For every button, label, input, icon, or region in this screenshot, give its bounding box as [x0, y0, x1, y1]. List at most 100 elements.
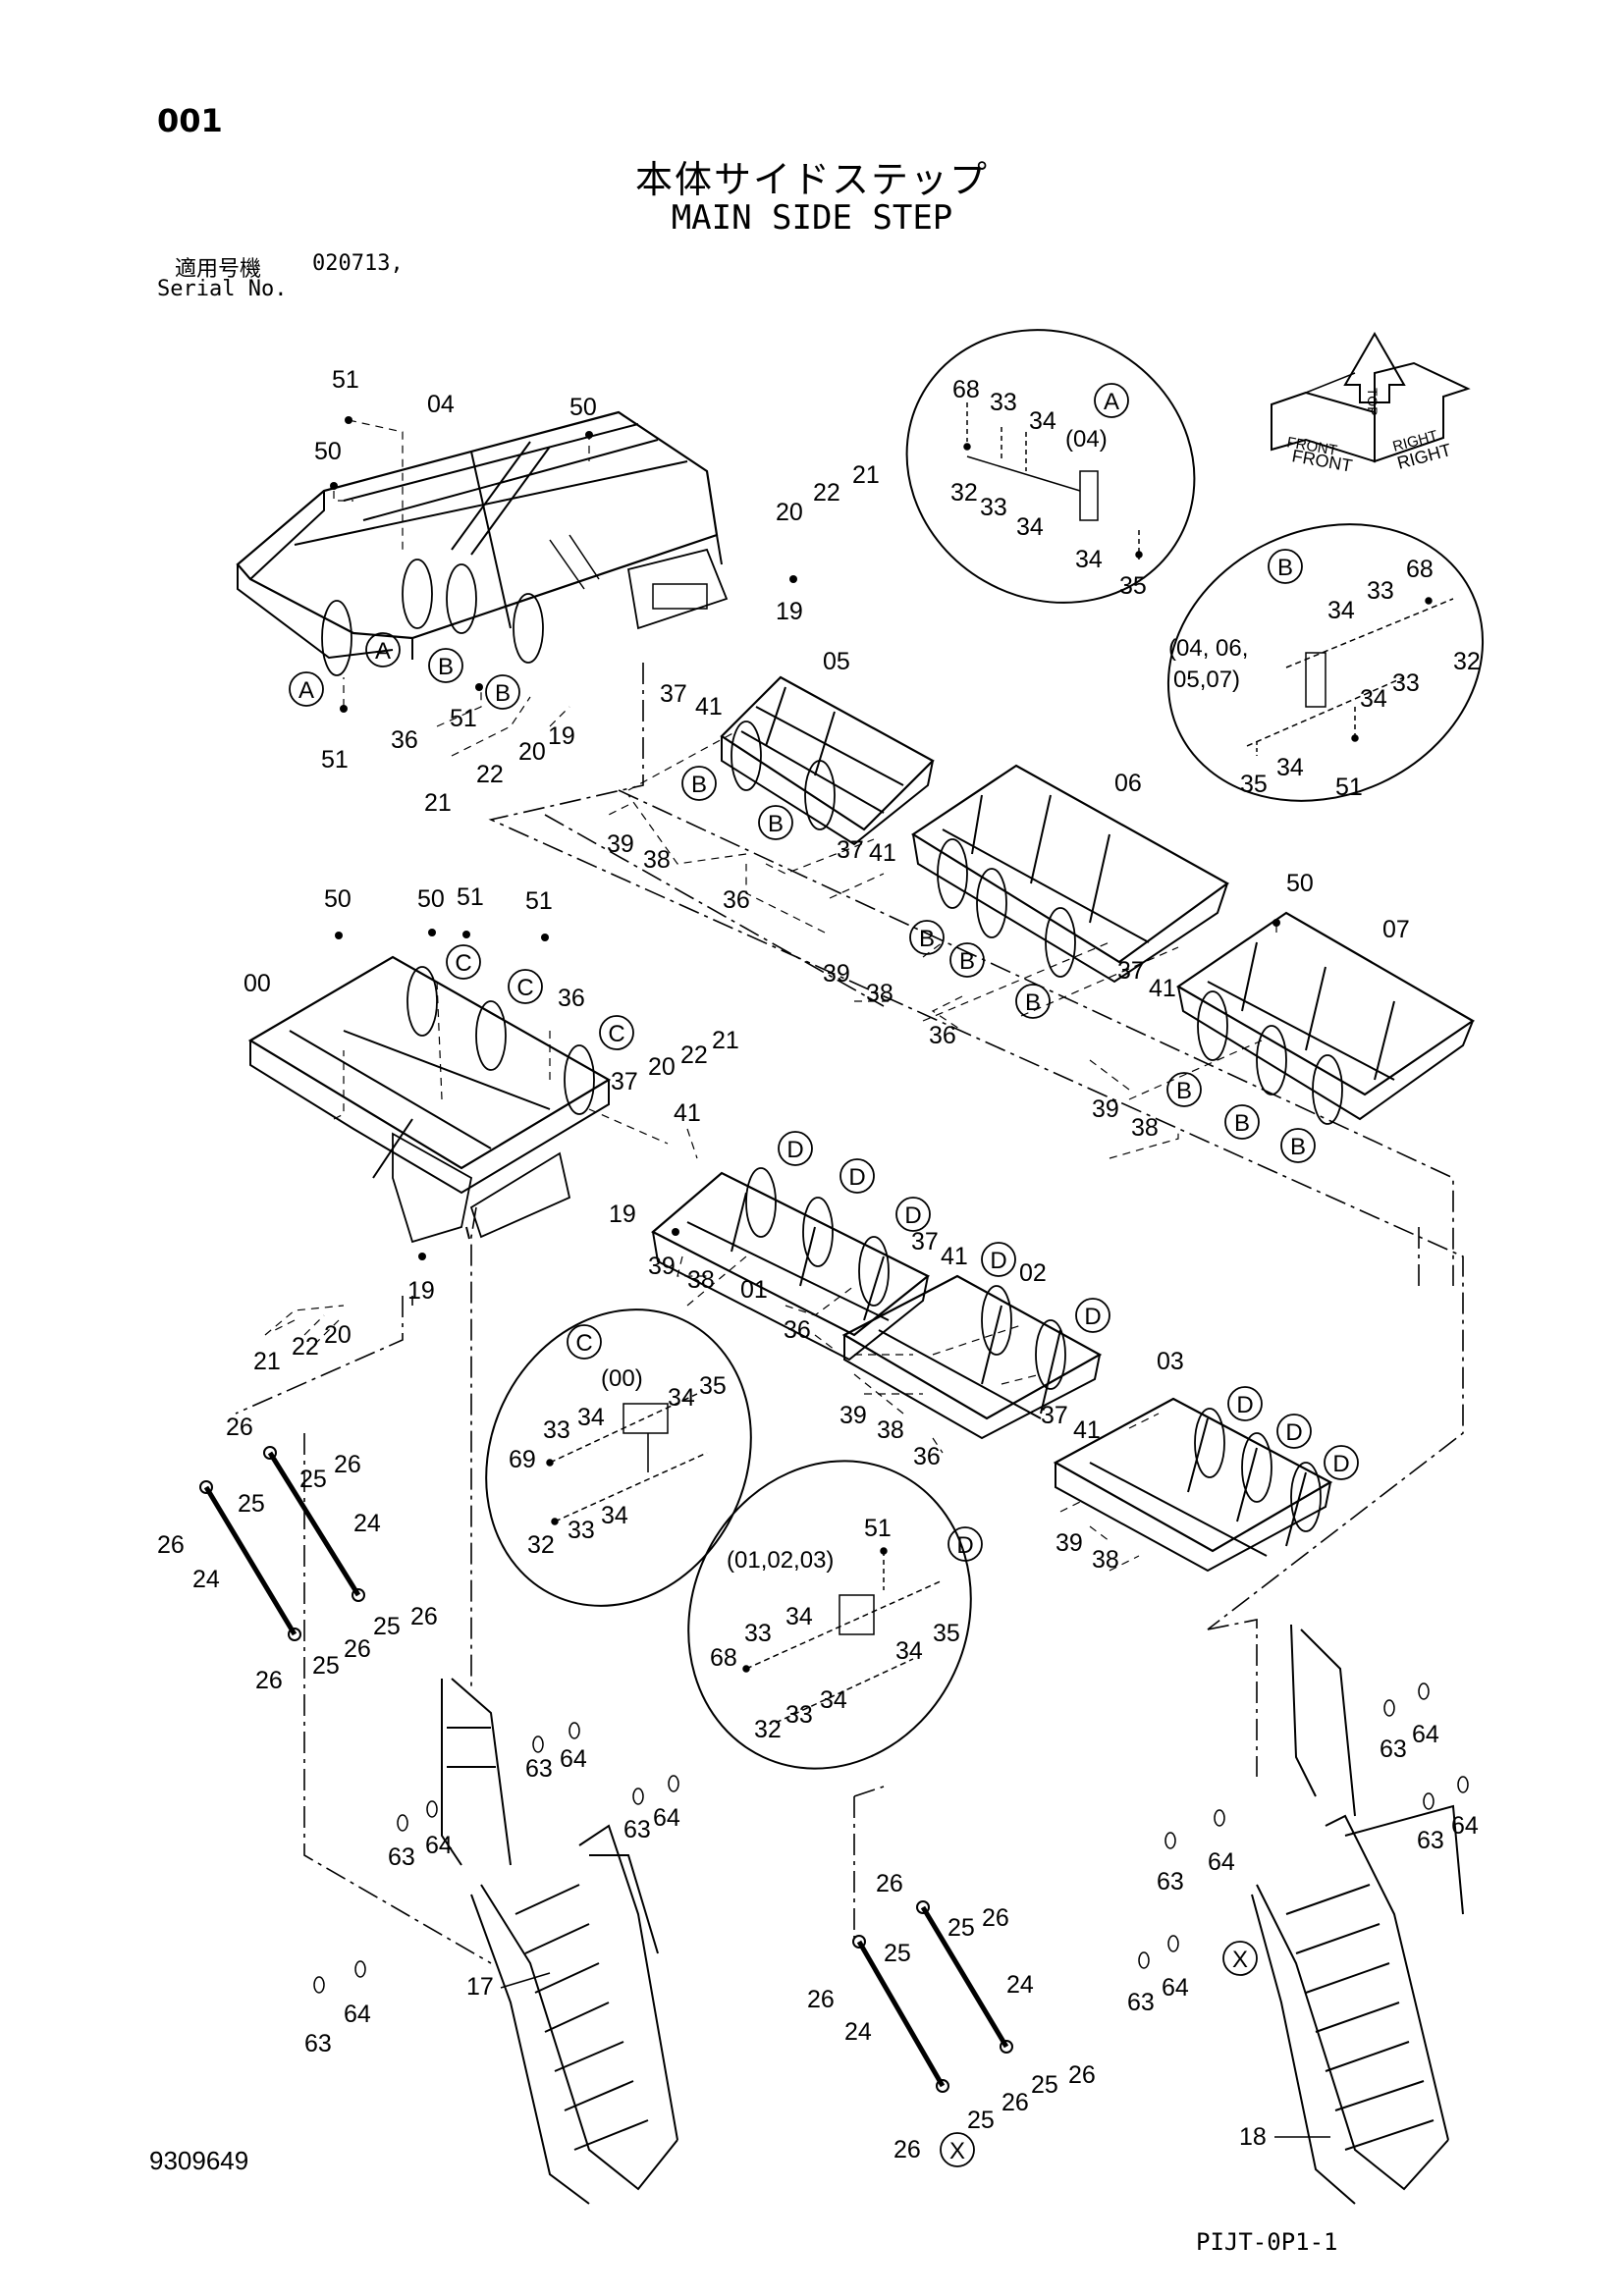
label-26: 26 [344, 1635, 371, 1663]
label-04: 04 [427, 391, 455, 418]
label-26: 26 [410, 1603, 438, 1630]
detail-b-caption-2: 05,07) [1173, 667, 1240, 693]
label-00: 00 [244, 970, 271, 997]
label-26: 26 [157, 1531, 185, 1559]
label-64: 64 [653, 1804, 680, 1832]
label-24: 24 [353, 1510, 381, 1537]
label-64: 64 [344, 2001, 371, 2028]
label-50: 50 [324, 885, 352, 913]
label-41: 41 [1073, 1416, 1101, 1444]
callout-c: C [516, 975, 533, 1001]
label-51: 51 [457, 883, 484, 911]
callout-b: B [1025, 989, 1041, 1016]
label-22: 22 [680, 1041, 708, 1069]
leader-lines [264, 419, 1277, 1572]
label-37: 37 [911, 1228, 939, 1255]
callout-b: B [495, 680, 511, 707]
frame-07 [1175, 911, 1476, 1121]
detail-ellipses [485, 329, 1485, 1770]
label-51: 51 [525, 887, 553, 915]
label-33: 33 [543, 1416, 570, 1444]
label-25: 25 [373, 1613, 401, 1640]
label-26: 26 [1068, 2061, 1096, 2089]
label-51: 51 [1335, 774, 1363, 801]
callout-c: C [608, 1021, 624, 1047]
label-26: 26 [876, 1870, 903, 1897]
label-68: 68 [1406, 556, 1434, 583]
detail-a-caption: (04) [1065, 426, 1108, 453]
label-41: 41 [1149, 975, 1176, 1002]
label-25: 25 [884, 1940, 911, 1967]
serial-label-english: Serial No. [157, 277, 288, 301]
callout-d: D [1332, 1451, 1349, 1477]
frame-callout-ellipses [321, 559, 1343, 1532]
label-19: 19 [776, 598, 803, 625]
fasteners [330, 416, 1280, 1260]
label-63: 63 [623, 1816, 651, 1843]
label-64: 64 [1412, 1721, 1439, 1748]
label-22: 22 [292, 1333, 319, 1361]
frame-06 [910, 764, 1230, 984]
label-50: 50 [417, 885, 445, 913]
label-26: 26 [1001, 2089, 1029, 2116]
callout-c-detail: C [575, 1330, 592, 1357]
callout-circles [289, 383, 1359, 2167]
label-37: 37 [660, 680, 687, 708]
callout-b-detail: B [1277, 555, 1293, 581]
label-50: 50 [1286, 870, 1314, 897]
part-code: PIJT-0P1-1 [1196, 2228, 1338, 2256]
frame-00 [247, 955, 612, 1244]
frame-02 [841, 1274, 1103, 1440]
label-33: 33 [744, 1620, 772, 1647]
label-26: 26 [226, 1414, 253, 1441]
label-20: 20 [648, 1053, 676, 1081]
label-51: 51 [864, 1515, 892, 1542]
label-33: 33 [1392, 669, 1420, 697]
label-19: 19 [407, 1277, 435, 1305]
label-63: 63 [1127, 1989, 1155, 2016]
label-51: 51 [450, 705, 477, 732]
label-32: 32 [754, 1716, 782, 1743]
callout-b: B [919, 926, 935, 952]
label-22: 22 [813, 479, 840, 507]
label-64: 64 [1451, 1812, 1479, 1840]
label-36: 36 [558, 985, 585, 1012]
label-22: 22 [476, 761, 504, 788]
label-33: 33 [568, 1517, 595, 1544]
frame-01 [651, 1171, 931, 1362]
callout-d: D [786, 1137, 803, 1163]
label-36: 36 [391, 726, 418, 754]
callout-d: D [904, 1202, 921, 1229]
label-25: 25 [1031, 2071, 1058, 2099]
detail-d-parts [742, 1547, 944, 1724]
label-39: 39 [1056, 1529, 1083, 1557]
label-35: 35 [933, 1620, 960, 1647]
callout-b: B [1176, 1078, 1192, 1104]
label-33: 33 [990, 389, 1017, 416]
label-41: 41 [869, 839, 896, 867]
label-37: 37 [1117, 957, 1145, 985]
label-38: 38 [877, 1416, 904, 1444]
leader-17 [500, 1972, 551, 1989]
label-50: 50 [569, 394, 597, 421]
label-21: 21 [852, 461, 880, 489]
callout-b: B [691, 772, 707, 798]
label-37: 37 [837, 836, 864, 864]
label-32: 32 [527, 1531, 555, 1559]
label-34: 34 [820, 1686, 847, 1714]
label-17: 17 [466, 1973, 494, 2001]
label-64: 64 [1162, 1974, 1189, 2002]
label-39: 39 [1092, 1095, 1119, 1123]
label-25: 25 [947, 1914, 975, 1942]
label-35: 35 [1240, 771, 1268, 798]
callout-b: B [438, 654, 454, 680]
label-35: 35 [1119, 572, 1147, 600]
washers [313, 1682, 1469, 1994]
label-63: 63 [1157, 1868, 1184, 1896]
detail-c-parts [546, 1393, 708, 1525]
label-25: 25 [299, 1466, 327, 1493]
callout-b: B [1234, 1110, 1250, 1137]
label-25: 25 [967, 2107, 995, 2134]
frame-05 [720, 675, 935, 846]
label-38: 38 [687, 1266, 715, 1294]
